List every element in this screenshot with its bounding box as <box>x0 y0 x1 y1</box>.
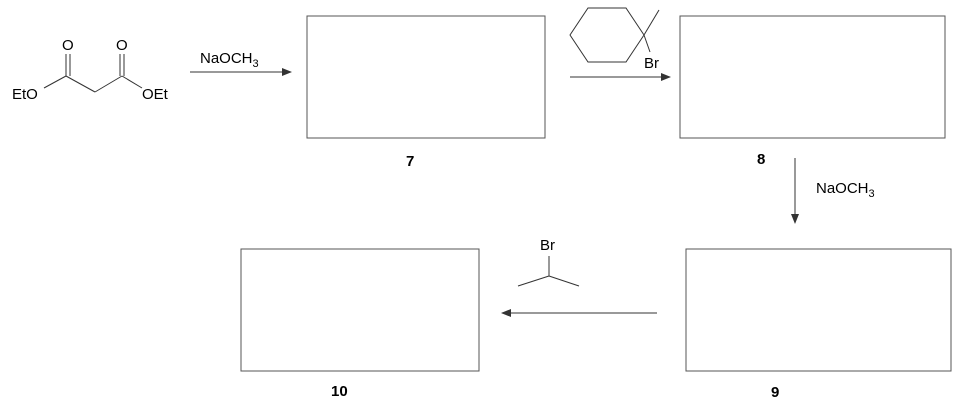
bond-methyl-right <box>548 275 580 287</box>
oxygen-left-label: O <box>62 37 74 54</box>
bromomethylcyclohexane-structure: Br <box>569 7 660 72</box>
answer-box-9 <box>685 248 952 372</box>
bond-methyl-left <box>517 275 550 287</box>
bond-eto-left <box>43 75 67 89</box>
br-label-step4: Br <box>540 237 555 254</box>
bond-oet-right <box>121 75 143 89</box>
bond-ch2-right <box>94 75 123 93</box>
answer-box-10 <box>240 248 480 372</box>
bromopropane-structure: Br <box>517 237 580 287</box>
compound-number-10: 10 <box>331 383 348 400</box>
reagent-step3: NaOCH3 <box>816 180 875 200</box>
diethyl-malonate-structure: O O EtO OEt <box>12 37 169 103</box>
compound-number-9: 9 <box>771 384 779 401</box>
eto-label: EtO <box>12 86 38 103</box>
reagent-step1: NaOCH3 <box>200 50 259 70</box>
cyclohexane-ring <box>569 7 645 63</box>
bond-c-br <box>643 34 651 53</box>
compound-number-8: 8 <box>757 151 765 168</box>
answer-box-8 <box>679 15 946 139</box>
oet-label: OEt <box>142 86 169 103</box>
bond-methyl <box>643 9 660 36</box>
br-label-step2: Br <box>644 55 659 72</box>
oxygen-right-label: O <box>116 37 128 54</box>
bond-ch2-left <box>65 75 96 93</box>
compound-number-7: 7 <box>406 153 414 170</box>
answer-box-7 <box>306 15 546 139</box>
